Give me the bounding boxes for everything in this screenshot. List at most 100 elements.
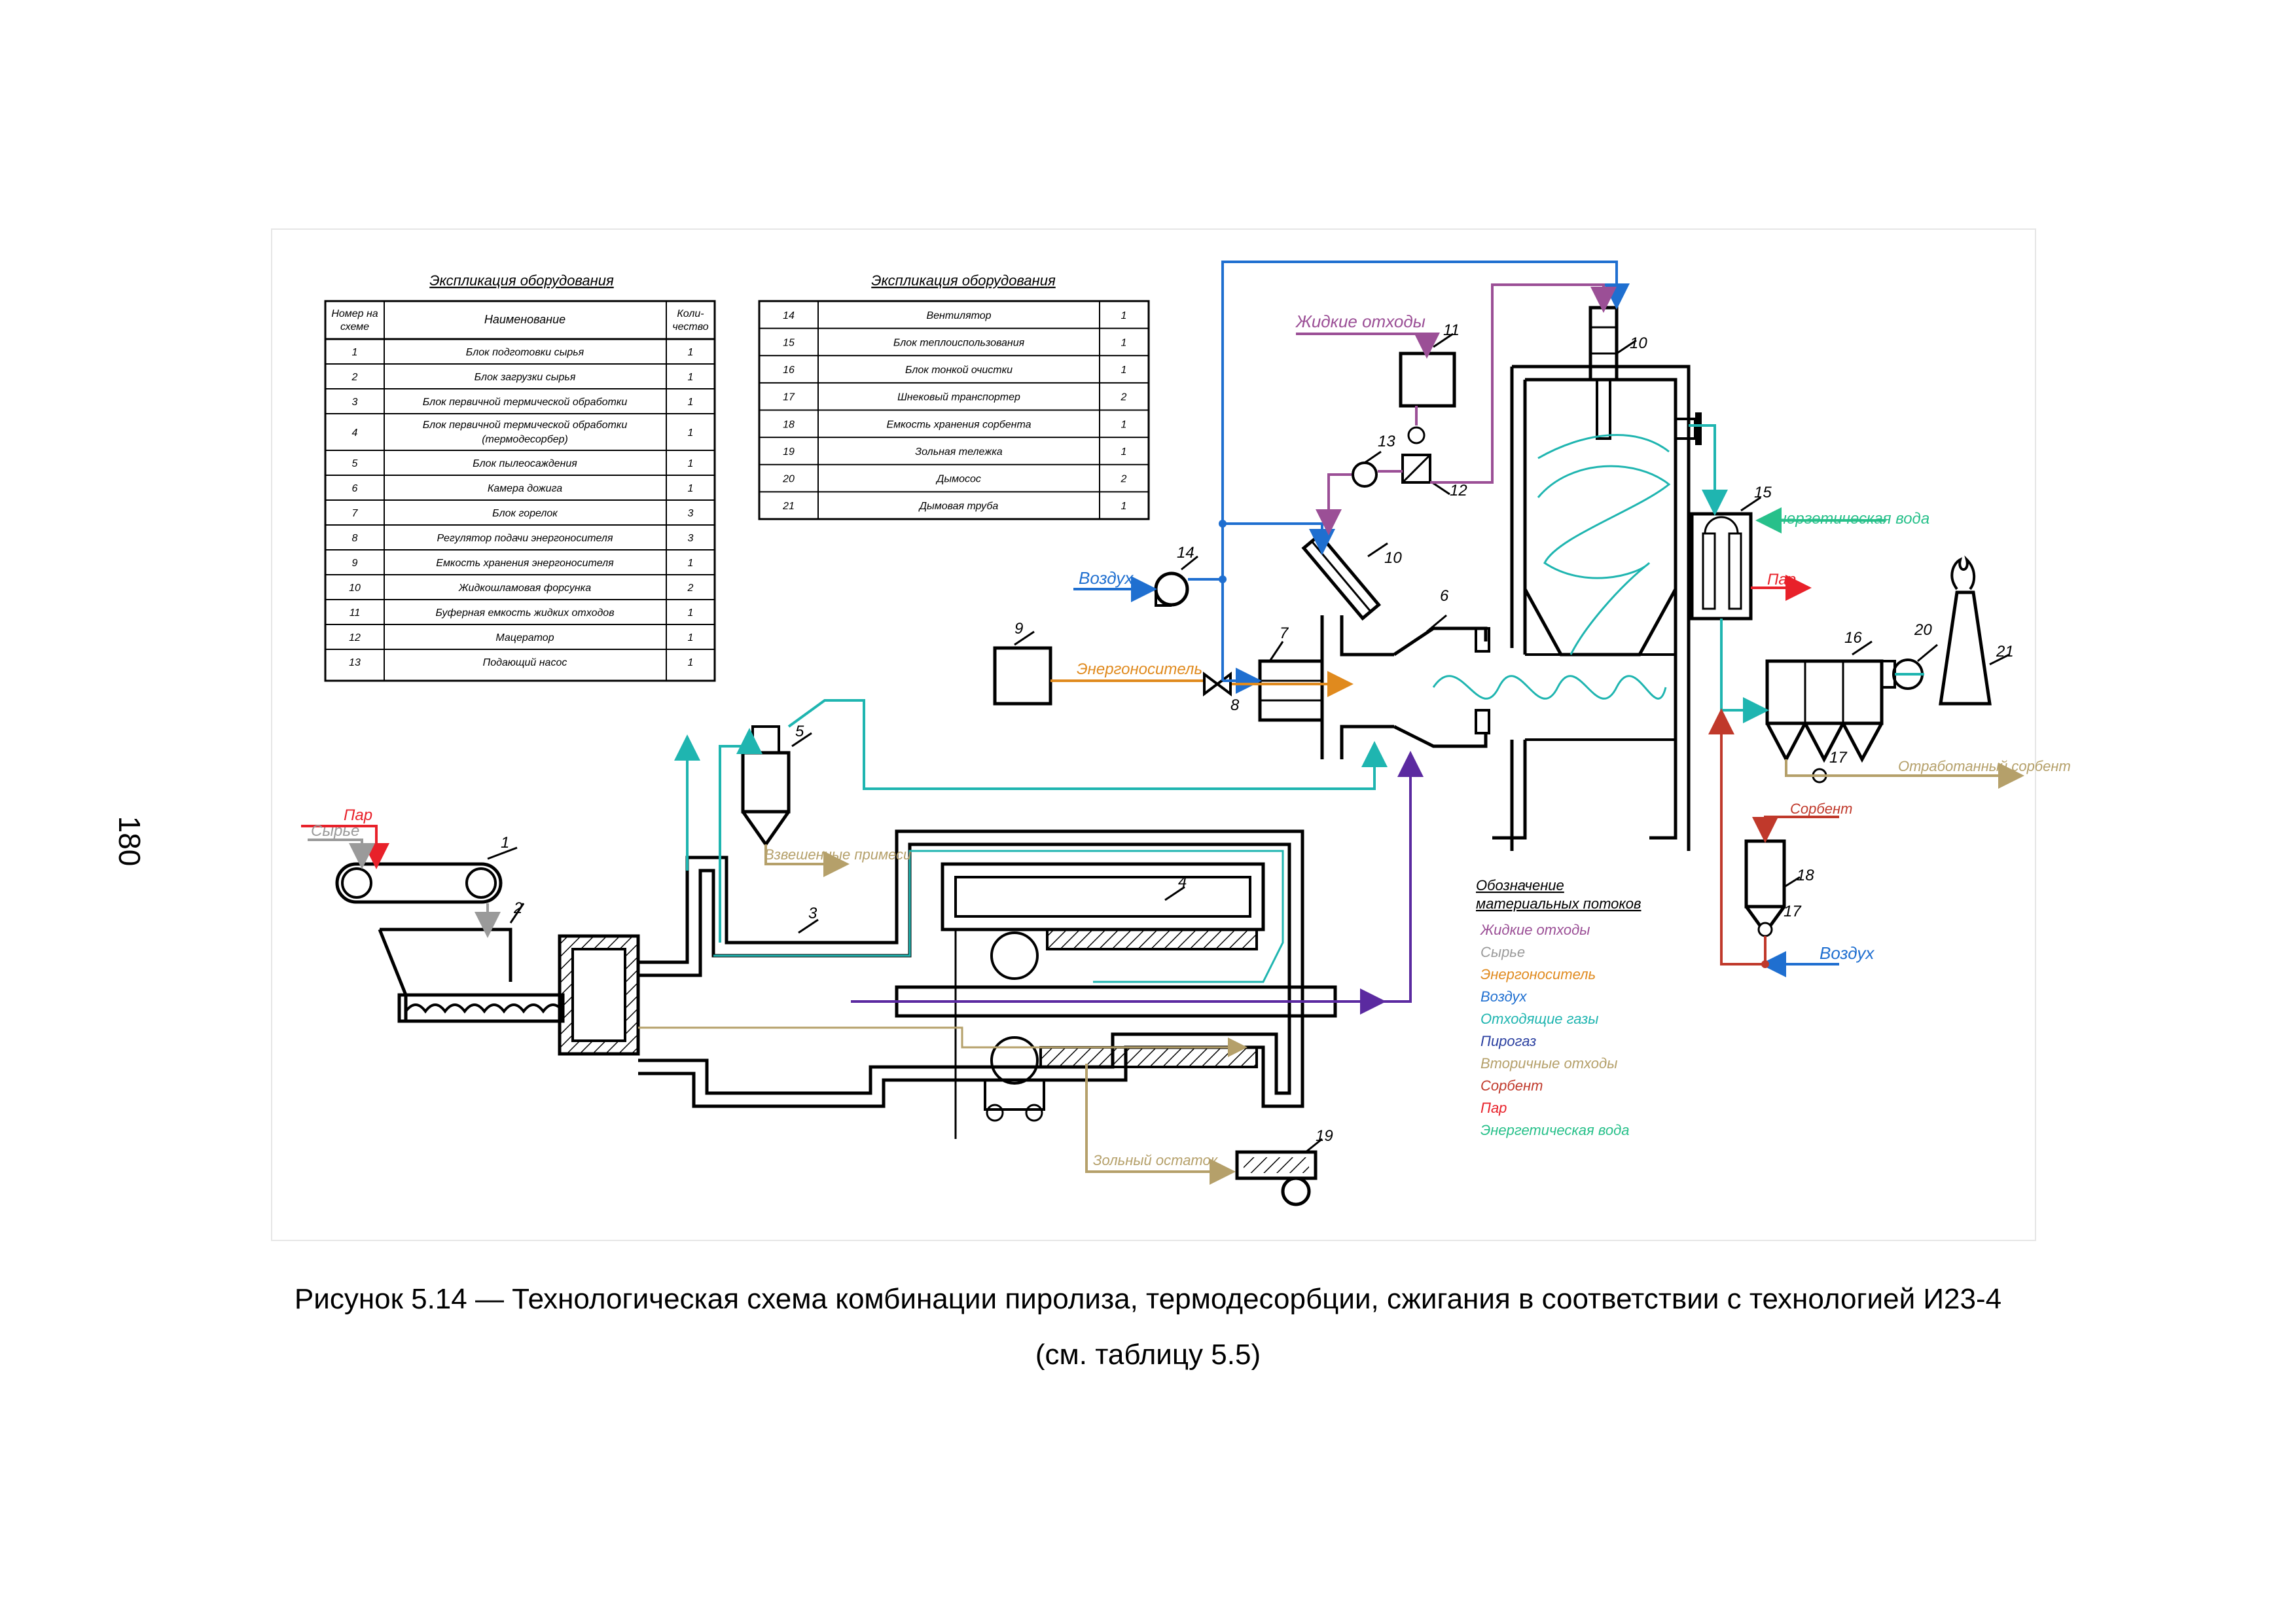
table1-row-qty: 1: [688, 632, 694, 643]
table1-row-name: Блок горелок: [492, 508, 558, 519]
table2-row-qty: 2: [1121, 474, 1127, 485]
num-19: 19: [1316, 1127, 1333, 1145]
legend-item: Отходящие газы: [1480, 1011, 1598, 1027]
legend-title-1: Обозначение: [1476, 877, 1564, 893]
legend-item: Энергоноситель: [1480, 966, 1596, 983]
table2-row-qty: 1: [1121, 365, 1127, 376]
num-10-b: 10: [1630, 334, 1647, 352]
drawing-frame: [271, 228, 2036, 1241]
stack-21: [1939, 555, 2010, 706]
table1-row-num: 10: [349, 583, 361, 594]
table1-row-name: Емкость хранения энергоносителя: [436, 558, 614, 569]
ash-cart-19: [1235, 1138, 1323, 1206]
table1-row-qty: 1: [688, 427, 694, 439]
table1-row-name: Жидкошламовая форсунка: [458, 583, 591, 594]
table1-title: Экспликация оборудования: [429, 272, 614, 289]
table2-row-qty: 2: [1121, 392, 1127, 403]
legend-item: Воздух: [1480, 988, 1528, 1005]
num-10-a: 10: [1384, 549, 1402, 567]
legend-item: Сорбент: [1480, 1077, 1543, 1094]
table1-row-qty: 1: [688, 347, 694, 358]
table1-row-name: Камера дожига: [488, 483, 562, 494]
table1-row-name-2: (термодесорбер): [482, 434, 568, 445]
table1-row-num: 2: [351, 372, 358, 383]
flow-offgas-tower: [1689, 424, 1728, 516]
flow-pyrogas: [851, 751, 1424, 1003]
label-energy-carrier: Энергоноситель: [1077, 660, 1202, 678]
num-14: 14: [1177, 544, 1194, 562]
table2-row-qty: 1: [1121, 337, 1127, 348]
legend-item: Энергетическая вода: [1480, 1122, 1630, 1138]
label-spent-sorbent: Отработанный сорбент: [1898, 758, 2071, 774]
figure-caption: Рисунок 5.14 — Технологическая схема ком…: [294, 1283, 2002, 1315]
table2-row-qty: 1: [1121, 419, 1127, 430]
legend-item: Вторичные отходы: [1480, 1055, 1617, 1072]
num-17-b: 17: [1784, 903, 1802, 920]
legend-item: Жидкие отходы: [1480, 922, 1590, 938]
num-4: 4: [1178, 873, 1187, 891]
num-9: 9: [1014, 620, 1023, 638]
table2-title: Экспликация оборудования: [871, 272, 1056, 289]
flow-liquid-waste: [1296, 333, 1440, 359]
burner-block-7: [1258, 641, 1324, 722]
flow-offgas-2: [719, 728, 762, 943]
macerator-12: [1401, 426, 1450, 496]
label-sorbent: Сорбент: [1790, 801, 1852, 817]
flow-sorbent-up: [1708, 708, 1767, 965]
table1-row-name: Мацератор: [495, 632, 554, 643]
table1-row-num: 13: [349, 657, 361, 668]
smoke-exhauster-20: [1892, 643, 1938, 690]
num-17-a: 17: [1829, 749, 1848, 767]
table1-row-num: 12: [349, 632, 361, 643]
flow-spent-sorbent: [1785, 759, 2024, 789]
conveyor-1: [335, 846, 518, 904]
table1-row-name: Подающий насос: [483, 657, 567, 668]
table2-row-qty: 1: [1121, 310, 1127, 321]
table1-row-qty: 1: [688, 458, 694, 469]
flow-secondary-kiln: [638, 1026, 1247, 1057]
flow-sorbent: [1752, 816, 1839, 843]
flow-steam-in: [301, 825, 389, 869]
table1-row-num: 8: [352, 533, 358, 544]
storage-9: [993, 630, 1052, 706]
flow-ash: [1085, 1064, 1236, 1185]
figure-caption-ref: (см. таблицу 5.5): [1035, 1339, 1261, 1371]
legend-item: Пар: [1480, 1100, 1507, 1116]
furnace-tower: [1492, 306, 1702, 851]
dust-settler-5: [741, 725, 812, 848]
table2-row-num: 17: [783, 392, 795, 403]
table2-row-name: Емкость хранения сорбента: [886, 419, 1031, 430]
sorbent-silo-18: [1744, 839, 1801, 937]
num-12: 12: [1450, 482, 1467, 499]
table1-row-qty: 1: [688, 607, 694, 619]
table2-row-name: Вентилятор: [926, 310, 991, 321]
table2-row-name: Дымосос: [935, 474, 981, 485]
table1-row-num: 7: [352, 508, 359, 519]
flow-liquid-pump: [1329, 470, 1403, 530]
table2-row-num: 18: [783, 419, 795, 430]
num-5: 5: [795, 723, 804, 740]
label-ash: Зольный остаток: [1093, 1152, 1219, 1168]
table1-row-num: 4: [352, 427, 358, 439]
legend-title-2: материальных потоков: [1476, 895, 1641, 912]
num-13: 13: [1378, 433, 1395, 450]
equipment-table-1: Экспликация оборудования Номер на схеме …: [324, 272, 716, 682]
table1-row-qty: 1: [688, 483, 694, 494]
table1-row-qty: 1: [688, 372, 694, 383]
table1-row-name: Блок загрузки сырья: [475, 372, 576, 383]
flow-offgas-filter: [1720, 619, 1769, 723]
label-steam: Пар: [344, 806, 372, 824]
table2-row-name: Дымовая труба: [918, 501, 999, 512]
label-liquid-waste: Жидкие отходы: [1295, 312, 1426, 331]
num-8: 8: [1230, 696, 1240, 714]
label-raw: Сырье: [311, 822, 359, 840]
flow-liquid-top: [1430, 283, 1617, 484]
table2-row-num: 16: [783, 365, 795, 376]
table1-header-num-2: схеме: [340, 321, 369, 333]
flow-raw-in: [308, 839, 375, 869]
legend-item: Пирогаз: [1480, 1033, 1536, 1049]
table2-row-num: 19: [783, 446, 795, 458]
table1-row-num: 6: [352, 483, 358, 494]
table1-row-num: 3: [352, 397, 358, 408]
tower-swirl: [1537, 434, 1671, 655]
